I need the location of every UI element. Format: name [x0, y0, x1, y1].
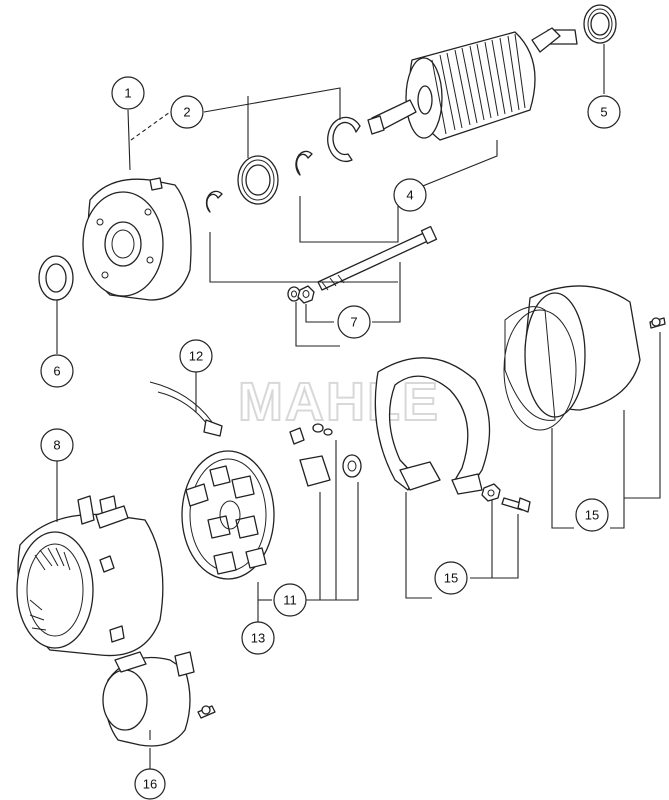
callout-1: 1: [111, 76, 145, 110]
svg-text:15: 15: [585, 508, 599, 523]
svg-text:5: 5: [600, 105, 607, 120]
part-15-bolt: [501, 497, 531, 513]
svg-text:7: 7: [350, 315, 357, 330]
callout-13: 13: [241, 621, 275, 655]
svg-text:4: 4: [406, 188, 413, 203]
part-7-through-bolt: [317, 225, 438, 291]
callout-8: 8: [40, 428, 74, 462]
part-15-screw-top-right: [649, 317, 666, 329]
part-5-bearing: [583, 4, 617, 44]
callout-11: 11: [273, 583, 307, 617]
callout-2: 2: [170, 95, 204, 129]
mahle-watermark-logo: MAHLE: [238, 372, 440, 432]
part-15-cover-large: [503, 285, 641, 431]
part-2-bearing: [237, 155, 279, 205]
part-15-nut: [481, 483, 501, 502]
svg-text:8: 8: [53, 438, 60, 453]
svg-text:13: 13: [251, 631, 265, 646]
callout-15-right: 15: [575, 498, 609, 532]
part-7-nut: [297, 285, 315, 304]
part-6-bushing: [38, 255, 74, 301]
svg-text:11: 11: [283, 593, 297, 608]
part-2-clip: [205, 190, 223, 213]
part-2-circlip-large: [327, 116, 361, 163]
part-15-band-clamp: [374, 357, 491, 495]
callout-5: 5: [587, 95, 621, 129]
part-2-circlip-small: [295, 150, 313, 176]
callout-7: 7: [337, 305, 371, 339]
callout-6: 6: [40, 354, 74, 388]
svg-text:12: 12: [189, 349, 203, 364]
svg-text:1: 1: [124, 86, 131, 101]
part-11-clip: [342, 454, 362, 478]
svg-text:16: 16: [143, 777, 157, 792]
part-1-drive-end-housing: [82, 177, 192, 301]
part-4-armature: [367, 27, 578, 141]
callout-16: 16: [134, 768, 166, 800]
part-12-wire-lead: [149, 381, 223, 437]
svg-text:6: 6: [53, 364, 60, 379]
callout-4: 4: [393, 178, 427, 212]
part-11-screw: [312, 423, 333, 436]
svg-text:2: 2: [183, 105, 190, 120]
leader-lines: [56, 44, 661, 770]
callout-12: 12: [179, 339, 213, 373]
svg-text:15: 15: [444, 571, 458, 586]
part-8-yoke-frame: [16, 495, 164, 657]
part-13-brush-holder-plate: [181, 450, 275, 580]
part-16-screw: [197, 705, 216, 719]
part-16-solenoid: [102, 651, 195, 747]
callout-15-lower: 15: [434, 561, 468, 595]
part-11-brush-spring: [289, 427, 331, 487]
